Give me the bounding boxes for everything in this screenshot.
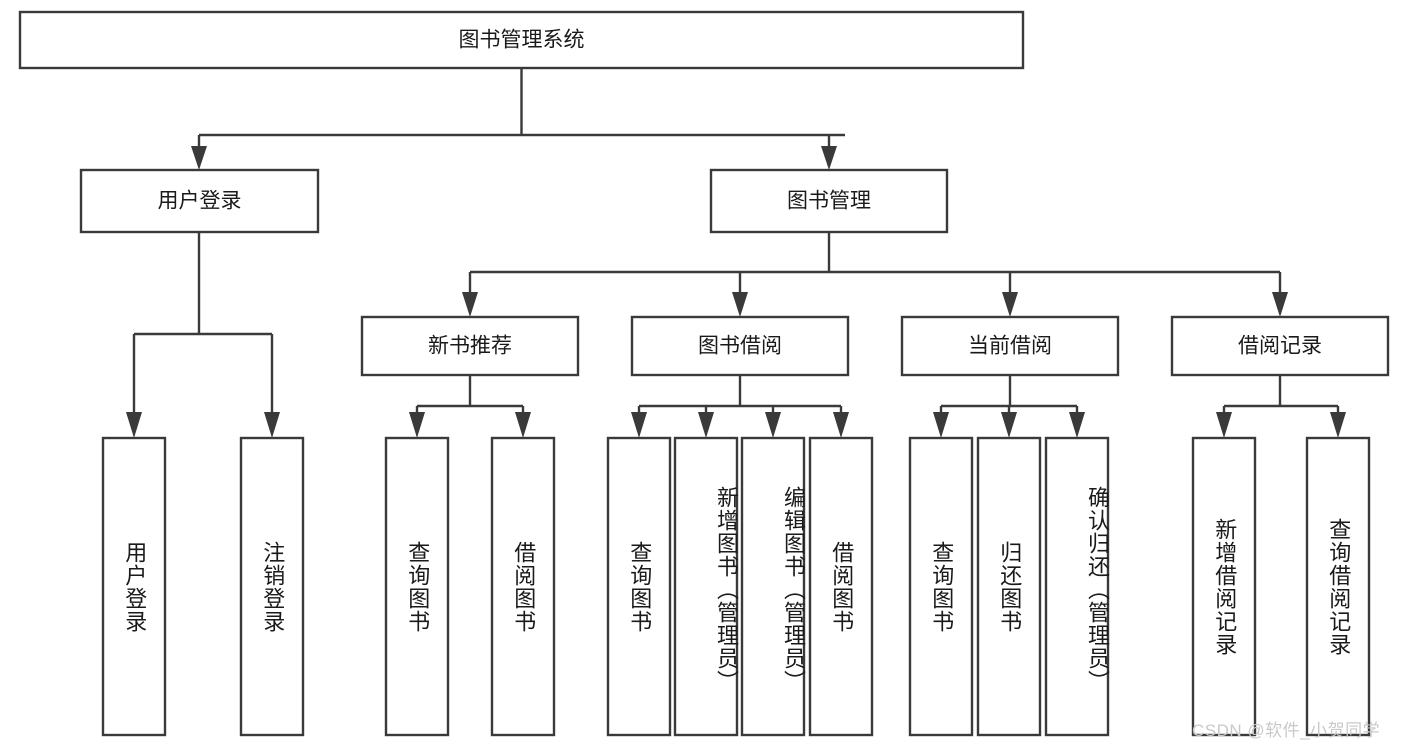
node-box-leaf-book-borrow-add[interactable] [673,436,739,737]
node-box-new-book-recommend[interactable] [360,315,580,377]
node-box-root[interactable] [18,10,1025,70]
arrow-head-leaf-current-borrow-1 [933,412,949,438]
node-label-book-borrow: 图书借阅 [698,335,782,358]
arrow-head-new-book [462,292,478,317]
node-box-leaf-book-borrow-edit[interactable] [740,436,806,737]
arrow-head-leaf-book-borrow-4 [833,412,849,438]
arrow-head-leaf-user-login-1 [126,412,142,438]
node-box-current-borrow[interactable] [900,315,1120,377]
node-label-root: 图书管理系统 [459,29,585,52]
node-box-leaf-current-borrow-query[interactable] [908,436,974,737]
arrow-head-leaf-book-borrow-2 [698,412,714,438]
node-box-leaf-current-borrow-confirm[interactable] [1044,436,1110,737]
node-box-leaf-record-add[interactable] [1191,436,1257,737]
arrow-head-leaf-book-borrow-3 [765,412,781,438]
node-box-book-management[interactable] [709,168,949,234]
node-box-book-borrow[interactable] [630,315,850,377]
node-label-user-login: 用户登录 [158,190,242,213]
arrow-head-book-mgmt [821,146,837,170]
node-box-leaf-book-borrow-query[interactable] [606,436,672,737]
node-box-leaf-user-login-logout[interactable] [239,436,305,737]
arrow-head-leaf-current-borrow-2 [1001,412,1017,438]
node-box-leaf-new-book-borrow[interactable] [490,436,556,737]
arrow-head-leaf-new-book-1 [409,412,425,438]
arrow-head-leaf-current-borrow-3 [1069,412,1085,438]
node-box-leaf-current-borrow-return[interactable] [976,436,1042,737]
arrow-head-book-borrow [732,292,748,317]
arrow-head-leaf-book-borrow-1 [631,412,647,438]
arrow-head-user-login [191,146,207,170]
arrow-head-leaf-new-book-2 [515,412,531,438]
node-label-current-borrow: 当前借阅 [968,335,1052,358]
node-box-leaf-book-borrow-borrow[interactable] [808,436,874,737]
node-layer: 图书管理系统 用户登录 图书管理 新书推荐 图书借阅 当前借阅 借阅记录 [18,10,1390,737]
node-label-book-management: 图书管理 [787,190,871,213]
arrow-head-leaf-borrow-record-1 [1216,412,1232,438]
csdn-watermark: CSDN @软件_小贺同学 [1192,721,1381,740]
connector-layer [126,68,1346,438]
node-label-borrow-record: 借阅记录 [1238,335,1322,358]
arrow-head-borrow-record [1272,292,1288,317]
arrow-head-leaf-user-login-2 [264,412,280,438]
node-label-new-book-recommend: 新书推荐 [428,335,512,358]
node-box-user-login[interactable] [79,168,320,234]
arrow-head-leaf-borrow-record-2 [1330,412,1346,438]
arrow-head-current-borrow [1002,292,1018,317]
node-box-leaf-record-query[interactable] [1305,436,1371,737]
node-box-leaf-new-book-query[interactable] [384,436,450,737]
node-box-borrow-record[interactable] [1170,315,1390,377]
node-box-leaf-user-login-login[interactable] [101,436,167,737]
